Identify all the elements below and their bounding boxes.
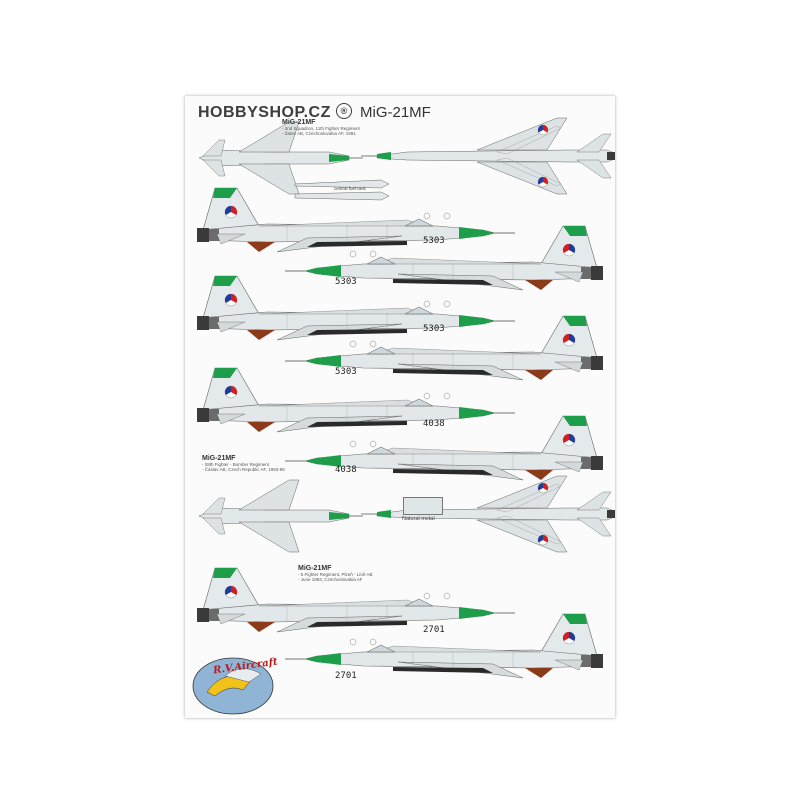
section-2-title: MiG-21MF [202,455,236,462]
watermark: HOBBYSHOP.CZ [198,104,331,121]
section-3-line-2: - June 1993, Czechoslovakia AF [298,577,363,582]
section-2-caption: MiG-21MF - 28th Fighter - Bomber Regimen… [202,455,285,472]
fuel-tank-label: central fuel tank [334,186,366,191]
serial-number: 2701 [423,625,445,635]
serial-number: 5303 [335,367,357,377]
page-title: MiG-21MF [360,104,431,121]
section-1-title: MiG-21MF [282,119,316,126]
serial-number: 4038 [423,419,445,429]
serial-number: 4038 [335,465,357,475]
section-1-caption: MiG-21MF - 2nd Squadron, 11th Fighter Re… [282,119,360,136]
natural-metal-label: Natural metal [402,516,435,522]
section-3-title: MiG-21MF [298,565,332,572]
section-3-caption: MiG-21MF - 5 Fighter Regiment, Plzeň - L… [298,565,373,582]
section-3-line-1: - 5 Fighter Regiment, Plzeň - Líně AB [298,572,373,577]
natural-metal-swatch [403,497,443,515]
serial-number: 5303 [335,277,357,287]
section-2-line-1: - 28th Fighter - Bomber Regiment [202,462,270,467]
section-1-line-2: - Žatec AB, Czechoslovakia AF, 1991 [282,131,356,136]
serial-number: 5303 [423,236,445,246]
serial-number: 2701 [335,671,357,681]
section-2-line-2: - Čáslav AB, Czech Republic AF, 1993-95 [202,467,285,472]
registered-icon: ® [336,103,352,119]
serial-number: 5303 [423,324,445,334]
section-1-line-1: - 2nd Squadron, 11th Fighter Regiment [282,126,360,131]
aircraft-artwork: 5303 5303 5303 5303 4038 4038 2701 2701 [192,117,615,715]
